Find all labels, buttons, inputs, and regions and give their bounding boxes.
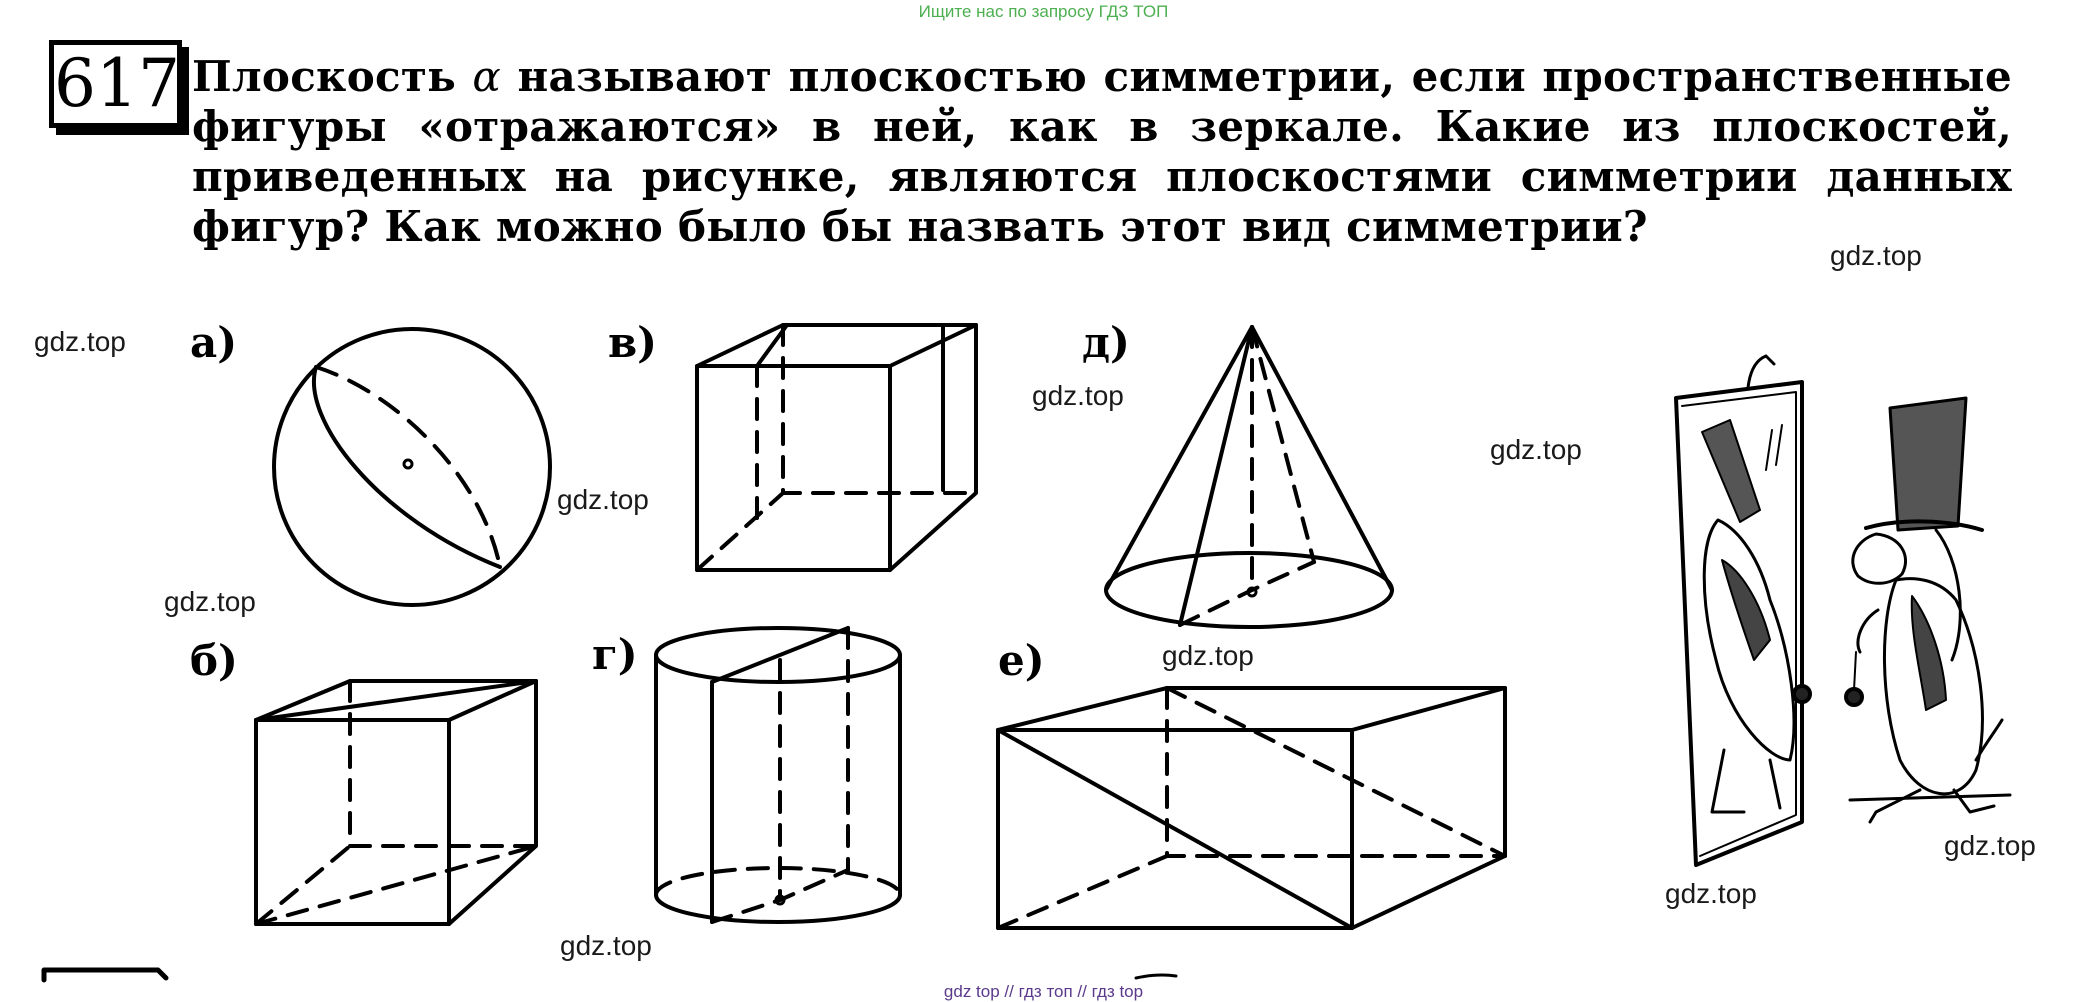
watermark: gdz.top [34, 326, 126, 357]
cylinder-bottom-front [654, 893, 902, 924]
watermark: gdz.top [557, 484, 649, 515]
dog-arm [1856, 608, 1880, 654]
sphere-center [402, 458, 414, 470]
watermark: gdz.top [164, 586, 256, 617]
dog-jacket [1910, 595, 1947, 711]
watermark: gdz.top [1162, 640, 1254, 671]
page-corner-mark [41, 967, 169, 983]
reflection-legs [1710, 748, 1782, 814]
dog-hat-brim [1864, 519, 1984, 532]
dog-tail [1974, 718, 2004, 762]
box-plane-back [1165, 686, 1507, 858]
dog-yoyo [1844, 687, 1864, 707]
watermark: gdz.top [1944, 830, 2036, 861]
sphere-outline [272, 327, 552, 607]
cube-b-plane-bottom [254, 844, 538, 926]
cone-figure [1104, 325, 1394, 629]
cone-center [1246, 586, 1258, 598]
watermark: gdz.top [1665, 878, 1757, 909]
dog-body [1883, 577, 1984, 796]
label-a: а) [190, 318, 238, 367]
box-front [996, 728, 1354, 930]
problem-number: 617 [54, 45, 180, 122]
yoyo-string [1853, 651, 1857, 691]
cube-v-top [695, 323, 978, 368]
box-plane-diagonal [996, 728, 1354, 930]
problem-text: Плоскость α называют плоскостью симметри… [192, 52, 2012, 252]
box-hidden-diag [996, 854, 1169, 930]
mirror-frame [1674, 380, 1804, 867]
alpha-symbol: α [472, 52, 502, 101]
cube-b-hidden [348, 679, 538, 848]
cube-b-top [254, 679, 538, 722]
cube-v-hidden [781, 323, 978, 495]
cube-b-front [254, 718, 451, 926]
reflection-body [1702, 518, 1796, 762]
watermark: gdz.top [1490, 434, 1582, 465]
cube-b-right [447, 679, 538, 926]
cube-b-hidden-diag [254, 844, 352, 926]
box-top [996, 686, 1507, 732]
problem-text-start: Плоскость [192, 52, 473, 101]
problem-text-rest: называют плоскостью симметрии, если прос… [192, 52, 2012, 251]
mirror-inner [1681, 391, 1797, 857]
cube-b-figure [254, 679, 538, 926]
reflection-hat [1701, 419, 1761, 523]
box-figure [996, 686, 1507, 930]
box-hidden [1165, 686, 1507, 858]
cube-v-hidden-diag [695, 491, 785, 572]
watermark: gdz.top [1032, 380, 1124, 411]
top-banner: Ищите нас по запросу ГДЗ ТОП [918, 2, 1169, 21]
cone-sides [1104, 325, 1394, 592]
problem-number-box: 617 [49, 40, 182, 128]
cone-plane-base [1178, 560, 1316, 627]
reflection-yoyo [1792, 684, 1812, 704]
cone-plane-back [1250, 325, 1316, 564]
cube-b-plane-top [254, 679, 538, 722]
bottom-banner: gdz top // гдз топ // гдз top [943, 982, 1144, 1001]
cylinder-center [774, 894, 786, 906]
mirror-hook [1746, 354, 1776, 390]
label-b: б) [190, 636, 238, 685]
dog-ear [1934, 528, 1962, 662]
cylinder-plane-bottom [710, 868, 850, 924]
sphere-figure [272, 327, 552, 607]
cylinder-plane-top [710, 626, 850, 684]
reflection-jacket [1721, 559, 1771, 661]
sphere-plane-front [312, 365, 502, 569]
cone-plane-front [1178, 325, 1254, 627]
label-d: д) [1082, 318, 1130, 367]
dog-head [1851, 532, 1908, 585]
mirror-glare [1765, 424, 1783, 471]
cube-v-right [888, 323, 978, 572]
watermark: gdz.top [1830, 240, 1922, 271]
floor-line [1848, 793, 2012, 802]
cube-v-figure [695, 323, 978, 572]
mirror-cartoon [1674, 354, 2012, 867]
page-scrap-mark [1134, 973, 1178, 980]
cylinder-figure [654, 626, 902, 924]
cube-v-front [695, 364, 892, 572]
dog-hat [1888, 396, 1968, 532]
cylinder-sides [654, 653, 902, 897]
cylinder-bottom-back [654, 866, 902, 897]
label-g: г) [592, 630, 638, 679]
label-v: в) [608, 318, 658, 367]
watermark: gdz.top [560, 930, 652, 961]
label-e: е) [998, 636, 1045, 685]
